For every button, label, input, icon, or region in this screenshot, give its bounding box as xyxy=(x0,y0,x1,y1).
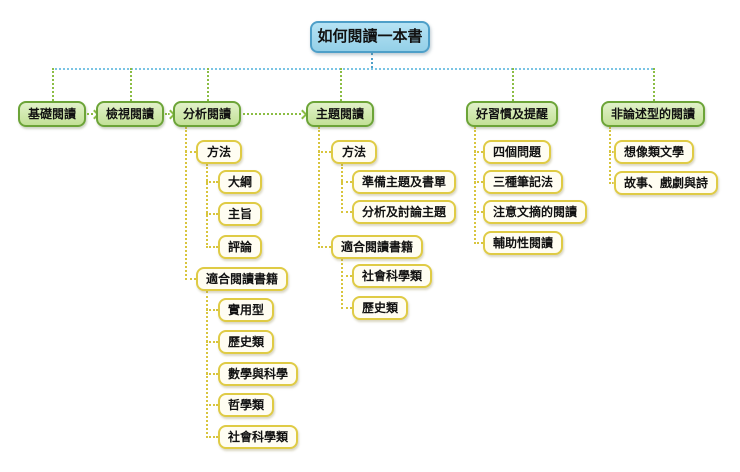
node-syntopical-analyze-discuss-topics[interactable]: 分析及討論主題 xyxy=(352,200,456,224)
connector-syntopical-trunk xyxy=(318,127,320,248)
node-habit-four-questions[interactable]: 四個問題 xyxy=(483,140,551,164)
connector-drop-inspectional xyxy=(130,68,132,101)
node-analytical-main-idea[interactable]: 主旨 xyxy=(218,202,262,226)
connector-syntopical-method-trunk xyxy=(341,164,343,213)
connector-elbow xyxy=(206,404,218,406)
branch-syntopical-reading[interactable]: 主題閱讀 xyxy=(306,101,374,127)
connector-drop-analytical xyxy=(207,68,209,101)
connector-elbow xyxy=(206,309,218,311)
node-analytical-critique[interactable]: 評論 xyxy=(218,235,262,259)
connector-drop-nonexpository xyxy=(653,68,655,101)
connector-elbow xyxy=(206,373,218,375)
connector-nonexpository-trunk xyxy=(609,127,611,184)
connector-elbow xyxy=(206,436,218,438)
node-habit-three-note-methods[interactable]: 三種筆記法 xyxy=(483,170,563,194)
connector-elbow xyxy=(206,213,218,215)
node-analytical-method[interactable]: 方法 xyxy=(196,140,242,164)
connector-elbow xyxy=(341,307,352,309)
connector-analytical-books-trunk xyxy=(206,291,208,438)
connector-arrow-basic-inspectional xyxy=(87,113,93,115)
node-syntopical-history[interactable]: 歷史類 xyxy=(352,296,408,320)
connector-elbow xyxy=(206,181,218,183)
connector-elbow xyxy=(318,151,331,153)
connector-elbow xyxy=(609,151,614,153)
node-analytical-math-science[interactable]: 數學與科學 xyxy=(218,362,298,386)
connector-elbow xyxy=(341,211,352,213)
connector-elbow xyxy=(609,182,614,184)
connector-elbow xyxy=(341,275,352,277)
node-syntopical-suitable-books[interactable]: 適合閱讀書籍 xyxy=(331,235,423,259)
node-nonexpository-story-drama-poetry[interactable]: 故事、戲劇與詩 xyxy=(614,171,718,195)
connector-root-trunk xyxy=(371,53,373,68)
connector-elbow xyxy=(474,151,483,153)
connector-elbow xyxy=(318,246,331,248)
connector-arrow-inspectional-analytical xyxy=(165,113,170,115)
node-analytical-philosophy[interactable]: 哲學類 xyxy=(218,393,274,417)
connector-elbow xyxy=(206,341,218,343)
connector-elbow xyxy=(474,242,483,244)
node-analytical-outline[interactable]: 大綱 xyxy=(218,170,262,194)
node-habit-digest-reading[interactable]: 注意文摘的閱讀 xyxy=(483,200,587,224)
root-node[interactable]: 如何閱讀一本書 xyxy=(310,21,430,53)
branch-analytical-reading[interactable]: 分析閱讀 xyxy=(173,101,241,127)
connector-drop-syntopical xyxy=(340,68,342,101)
connector-top-rail xyxy=(52,68,653,70)
connector-analytical-trunk xyxy=(185,127,187,280)
node-habit-auxiliary-reading[interactable]: 輔助性閱讀 xyxy=(483,231,563,255)
branch-non-expository-reading[interactable]: 非論述型的閱讀 xyxy=(601,101,705,127)
connector-elbow xyxy=(206,246,218,248)
connector-arrow-analytical-syntopical xyxy=(243,113,301,115)
branch-inspectional-reading[interactable]: 檢視閱讀 xyxy=(96,101,164,127)
connector-drop-basic xyxy=(52,68,54,101)
connector-elbow xyxy=(341,181,352,183)
node-analytical-suitable-books[interactable]: 適合閱讀書籍 xyxy=(196,267,288,291)
node-syntopical-method[interactable]: 方法 xyxy=(331,140,377,164)
branch-good-habits-reminders[interactable]: 好習慣及提醒 xyxy=(466,101,558,127)
node-analytical-history[interactable]: 歷史類 xyxy=(218,330,274,354)
connector-syntopical-books-trunk xyxy=(341,259,343,309)
connector-analytical-method-trunk xyxy=(206,164,208,248)
node-nonexpository-imaginative-literature[interactable]: 想像類文學 xyxy=(614,140,694,164)
connector-elbow xyxy=(474,211,483,213)
connector-elbow xyxy=(185,278,196,280)
connector-drop-habits xyxy=(512,68,514,101)
connector-habits-trunk xyxy=(474,127,476,244)
branch-basic-reading[interactable]: 基礎閱讀 xyxy=(18,101,86,127)
node-analytical-practical[interactable]: 實用型 xyxy=(218,298,274,322)
node-syntopical-prepare-topics-booklist[interactable]: 準備主題及書單 xyxy=(352,170,456,194)
node-syntopical-social-science[interactable]: 社會科學類 xyxy=(352,264,432,288)
connector-elbow xyxy=(474,181,483,183)
connector-elbow xyxy=(185,151,196,153)
node-analytical-social-science[interactable]: 社會科學類 xyxy=(218,425,298,449)
